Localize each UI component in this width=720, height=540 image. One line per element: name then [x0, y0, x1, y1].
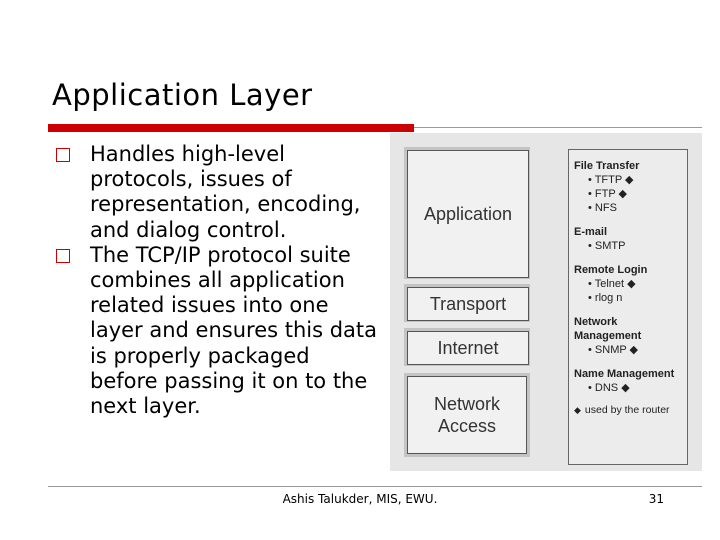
protocol-group-title: Remote Login — [574, 264, 648, 276]
title-accent-bar — [48, 124, 414, 132]
protocol-list: File Transfer • TFTP ◆ • FTP ◆ • NFS E-m… — [574, 159, 686, 417]
hollow-square-bullet-icon — [56, 248, 70, 263]
tcpip-model-figure: Application Transport Internet Network A… — [390, 133, 702, 471]
footer-rule — [48, 486, 702, 487]
layer-internet: Internet — [407, 331, 529, 365]
layer-network-access-label: Network Access — [433, 394, 500, 436]
bullet-text: The TCP/IP protocol suite combines all a… — [90, 242, 378, 419]
protocol-group-title: File Transfer — [574, 160, 640, 172]
protocol-item: • TFTP ◆ — [588, 174, 634, 186]
protocol-group: Name Management • DNS ◆ — [574, 367, 686, 395]
protocol-group-title: Network Management — [574, 316, 642, 342]
protocol-group-title: Name Management — [574, 368, 675, 380]
footer-text: Ashis Talukder, MIS, EWU. — [282, 492, 438, 506]
layer-transport: Transport — [407, 287, 529, 321]
protocol-item: • Telnet ◆ — [588, 278, 636, 290]
router-legend: ◆used by the router — [574, 403, 686, 417]
protocol-group: Remote Login • Telnet ◆ • rlog n — [574, 263, 686, 305]
protocol-group-title: E-mail — [574, 226, 608, 238]
layer-network-access: Network Access — [407, 376, 527, 454]
figure-canvas: Application Transport Internet Network A… — [390, 133, 702, 471]
bullet-text: Handles high-level protocols, issues of … — [90, 142, 361, 242]
protocol-item: • DNS ◆ — [588, 382, 630, 394]
page-number: 31 — [648, 492, 664, 506]
protocol-item: • SMTP — [588, 240, 626, 252]
bullet-item: The TCP/IP protocol suite combines all a… — [56, 243, 386, 419]
protocol-group: File Transfer • TFTP ◆ • FTP ◆ • NFS — [574, 159, 686, 215]
router-legend-text: used by the router — [584, 404, 670, 416]
diamond-icon: ◆ — [574, 405, 581, 415]
protocol-item: • SNMP ◆ — [588, 344, 639, 356]
layer-application: Application — [407, 150, 529, 278]
slide-title: Application Layer — [52, 78, 313, 112]
hollow-square-bullet-icon — [56, 148, 70, 162]
protocol-item: • NFS — [588, 202, 617, 214]
protocol-group: Network Management • SNMP ◆ — [574, 315, 686, 357]
protocol-list-box: File Transfer • TFTP ◆ • FTP ◆ • NFS E-m… — [568, 149, 688, 465]
protocol-item: • FTP ◆ — [588, 188, 627, 200]
bullet-item: Handles high-level protocols, issues of … — [56, 142, 386, 243]
bullet-list: Handles high-level protocols, issues of … — [56, 142, 386, 419]
protocol-item: • rlog n — [588, 292, 623, 304]
protocol-group: E-mail • SMTP — [574, 225, 686, 253]
